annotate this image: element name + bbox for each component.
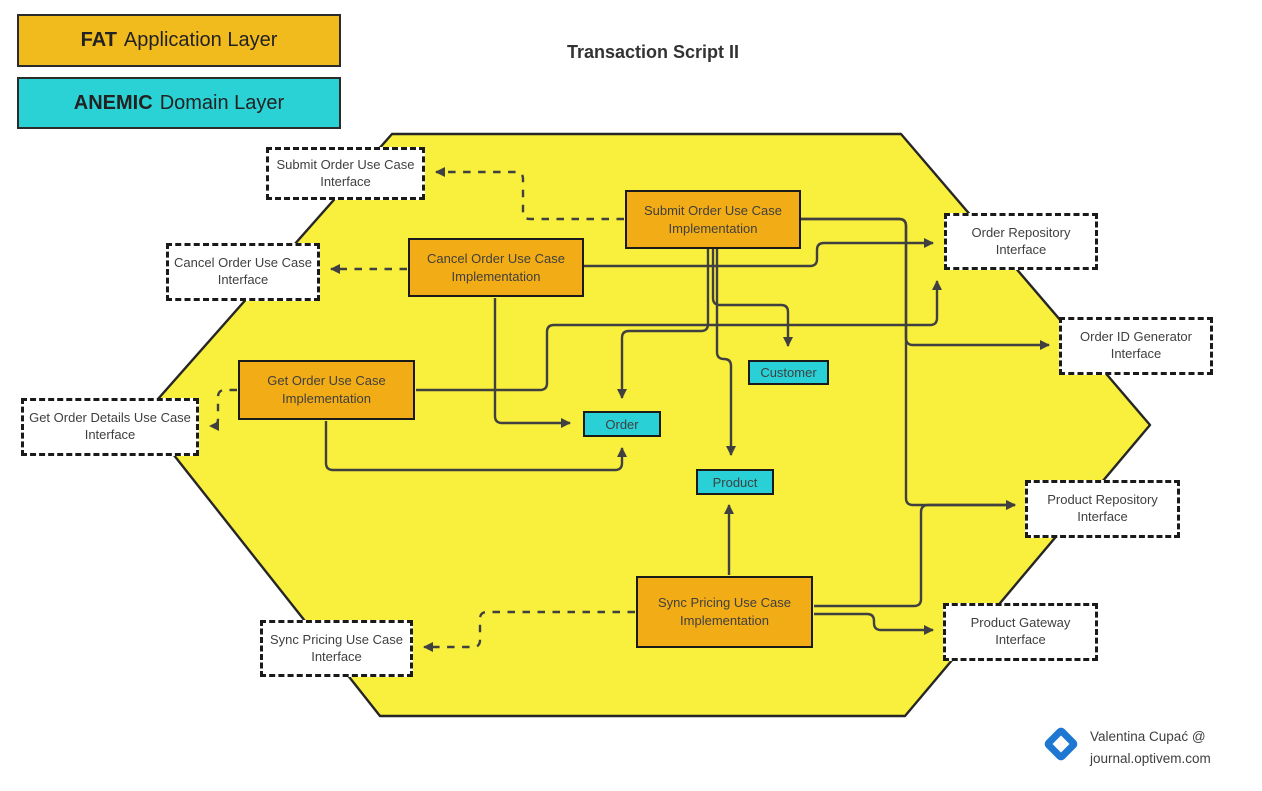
- node-sync-pricing-interface: Sync Pricing Use Case Interface: [260, 620, 413, 677]
- edge-sync-to-product-repository: [814, 500, 1016, 608]
- edge-getorder-to-order-repository: [416, 280, 942, 392]
- legend-anemic-label: Domain Layer: [159, 91, 285, 114]
- node-sync-pricing-implementation: Sync Pricing Use Case Implementation: [636, 576, 813, 648]
- edge-submit-to-product-repository: [801, 217, 1016, 510]
- node-cancel-order-interface: Cancel Order Use Case Interface: [166, 243, 320, 301]
- diagram-title: Transaction Script II: [566, 42, 740, 62]
- edge-getorder-implements-interface: [209, 388, 237, 431]
- attribution-author: Valentina Cupać @: [1090, 729, 1206, 744]
- node-cancel-order-implementation: Cancel Order Use Case Implementation: [408, 238, 584, 297]
- legend-fat-keyword: FAT: [80, 29, 117, 51]
- edge-cancel-to-order-repository: [584, 238, 934, 268]
- legend-fat-application-layer: FAT Application Layer: [17, 14, 341, 67]
- attribution: Valentina Cupać @ journal.optivem.com: [1090, 726, 1211, 770]
- legend-anemic-domain-layer: ANEMIC Domain Layer: [17, 77, 341, 129]
- legend-fat-label: Application Layer: [123, 29, 278, 51]
- edge-sync-implements-interface: [423, 610, 635, 652]
- edge-submit-implements-interface: [435, 167, 624, 221]
- node-product-gateway-interface: Product Gateway Interface: [943, 603, 1098, 661]
- node-submit-order-implementation: Submit Order Use Case Implementation: [625, 190, 801, 249]
- node-get-order-implementation: Get Order Use Case Implementation: [238, 360, 415, 420]
- attribution-site: journal.optivem.com: [1090, 751, 1211, 766]
- node-order-repository-interface: Order Repository Interface: [944, 213, 1098, 270]
- node-product-repository-interface: Product Repository Interface: [1025, 480, 1180, 538]
- node-product-entity: Product: [696, 469, 774, 495]
- node-order-entity: Order: [583, 411, 661, 437]
- edge-submit-to-customer: [711, 249, 793, 347]
- node-get-order-details-interface: Get Order Details Use Case Interface: [21, 398, 199, 456]
- edge-submit-to-order: [617, 249, 710, 399]
- edge-sync-to-product-gateway: [814, 612, 934, 635]
- edge-cancel-to-order: [493, 298, 571, 428]
- node-customer-entity: Customer: [748, 360, 829, 385]
- node-submit-order-interface: Submit Order Use Case Interface: [266, 147, 425, 200]
- edge-getorder-to-order: [324, 421, 627, 472]
- legend-anemic-keyword: ANEMIC: [73, 91, 153, 114]
- edge-submit-to-product: [715, 249, 736, 456]
- node-order-id-generator-interface: Order ID Generator Interface: [1059, 317, 1213, 375]
